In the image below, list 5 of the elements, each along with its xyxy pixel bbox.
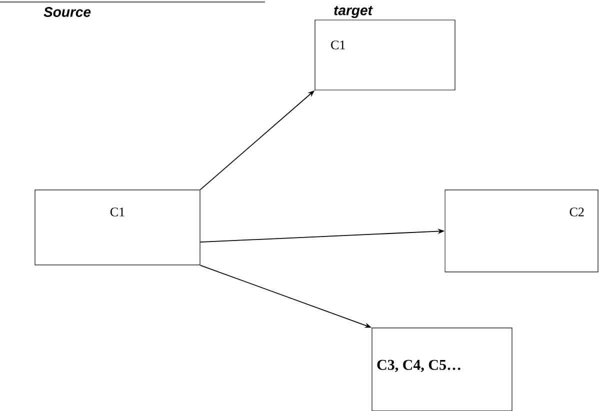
column-heading: Source — [44, 7, 91, 17]
process-box: C3, C4, C5… — [372, 328, 512, 411]
process-box: C1 — [34, 190, 200, 266]
process-box: C1 — [314, 20, 456, 90]
process-box: C2 — [444, 190, 598, 272]
